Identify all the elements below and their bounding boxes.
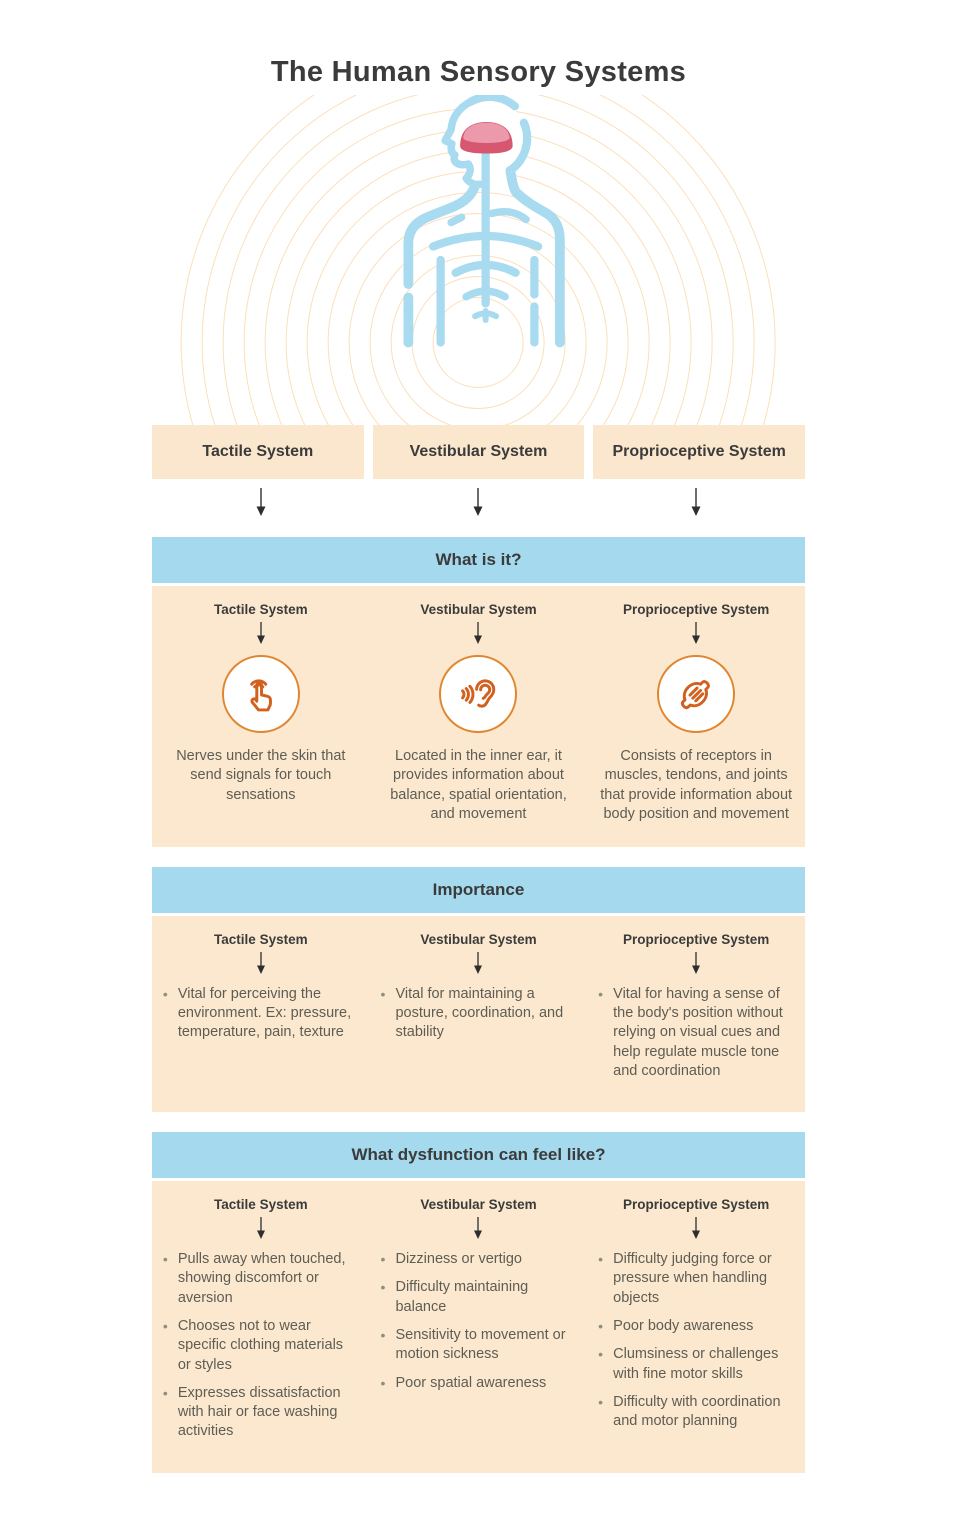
section-header-what-is-it: What is it? bbox=[152, 537, 805, 583]
bullet-item: Difficulty judging force or pressure whe… bbox=[598, 1250, 794, 1308]
down-arrow-icon bbox=[256, 1217, 265, 1240]
ear-icon bbox=[461, 679, 496, 708]
icon-circle bbox=[439, 655, 518, 733]
top-arrows-row bbox=[152, 487, 805, 517]
icon-circle bbox=[221, 655, 300, 733]
bullet-item: Poor spatial awareness bbox=[380, 1374, 576, 1393]
section-panel-importance: Tactile System Vital for perceiving the … bbox=[152, 915, 805, 1113]
column-title: Vestibular System bbox=[420, 1197, 537, 1213]
down-arrow-icon bbox=[474, 622, 483, 644]
section-panel-what-is-it: Tactile System Nerves under the skin tha… bbox=[152, 586, 805, 847]
section-header-importance: Importance bbox=[152, 866, 805, 913]
down-arrow-icon bbox=[691, 488, 701, 516]
bullet-item: Chooses not to wear specific clothing ma… bbox=[163, 1317, 359, 1375]
brain-icon bbox=[460, 122, 513, 154]
column-title: Proprioceptive System bbox=[623, 602, 770, 617]
down-arrow-icon bbox=[692, 1217, 701, 1240]
down-arrow-icon bbox=[692, 951, 701, 974]
column-tactile: Tactile System Pulls away when touched, … bbox=[152, 1197, 370, 1451]
bullet-item: Pulls away when touched, showing discomf… bbox=[163, 1250, 359, 1308]
column-description: Consists of receptors in muscles, tendon… bbox=[600, 748, 793, 823]
down-arrow-icon bbox=[474, 951, 483, 974]
bullet-item: Difficulty with coordination and motor p… bbox=[598, 1393, 794, 1432]
bullet-item: Poor body awareness bbox=[598, 1317, 794, 1336]
down-arrow-icon bbox=[473, 488, 483, 516]
bullet-item: Vital for having a sense of the body's p… bbox=[598, 985, 794, 1081]
bullet-list: Vital for maintaining a posture, coordin… bbox=[380, 985, 576, 1052]
column-vestibular: Vestibular System Dizziness or vertigo D… bbox=[370, 1197, 588, 1451]
body-outline bbox=[403, 95, 565, 348]
bullet-item: Expresses dissatisfaction with hair or f… bbox=[163, 1384, 359, 1442]
column-tactile: Tactile System Nerves under the skin tha… bbox=[152, 602, 370, 825]
section-panel-dysfunction: Tactile System Pulls away when touched, … bbox=[152, 1181, 805, 1473]
down-arrow-icon bbox=[692, 622, 701, 644]
human-nervous-system-figure bbox=[180, 95, 776, 425]
column-title: Tactile System bbox=[214, 602, 308, 617]
column-proprioceptive: Proprioceptive System Difficulty judging… bbox=[587, 1197, 805, 1451]
system-box-tactile: Tactile System bbox=[152, 425, 364, 479]
column-description: Located in the inner ear, it provides in… bbox=[390, 748, 567, 823]
page-title: The Human Sensory Systems bbox=[270, 56, 687, 88]
column-title: Proprioceptive System bbox=[623, 1197, 770, 1213]
bullet-item: Difficulty maintaining balance bbox=[380, 1278, 576, 1317]
down-arrow-icon bbox=[256, 951, 265, 974]
down-arrow-icon bbox=[256, 622, 265, 644]
bullet-item: Sensitivity to movement or motion sickne… bbox=[380, 1326, 576, 1365]
column-title: Proprioceptive System bbox=[623, 931, 770, 947]
bullet-list: Vital for perceiving the environment. Ex… bbox=[163, 985, 359, 1052]
touch-icon bbox=[250, 679, 272, 712]
column-title: Tactile System bbox=[214, 931, 308, 947]
column-proprioceptive: Proprioceptive System Consists of recept… bbox=[587, 602, 805, 825]
system-box-proprioceptive: Proprioceptive System bbox=[593, 425, 805, 479]
bullet-item: Clumsiness or challenges with fine motor… bbox=[598, 1345, 794, 1384]
column-title: Tactile System bbox=[214, 1197, 308, 1213]
column-description: Nerves under the skin that send signals … bbox=[176, 748, 346, 803]
column-title: Vestibular System bbox=[420, 931, 537, 947]
system-box-vestibular: Vestibular System bbox=[372, 425, 585, 479]
column-vestibular: Vestibular System Vital for maintaining … bbox=[370, 932, 588, 1090]
section-header-dysfunction: What dysfunction can feel like? bbox=[152, 1132, 805, 1179]
muscle-icon bbox=[680, 680, 711, 710]
column-vestibular: Vestibular System Located in the inner e… bbox=[370, 602, 588, 825]
bullet-item: Dizziness or vertigo bbox=[380, 1250, 576, 1269]
bullet-list: Dizziness or vertigo Difficulty maintain… bbox=[380, 1250, 576, 1402]
down-arrow-icon bbox=[474, 1217, 483, 1240]
systems-row: Tactile System Vestibular System Proprio… bbox=[152, 425, 805, 479]
bullet-item: Vital for perceiving the environment. Ex… bbox=[163, 985, 359, 1043]
bullet-list: Pulls away when touched, showing discomf… bbox=[163, 1250, 359, 1451]
bullet-item: Vital for maintaining a posture, coordin… bbox=[380, 985, 576, 1043]
column-proprioceptive: Proprioceptive System Vital for having a… bbox=[587, 932, 805, 1090]
icon-circle bbox=[657, 655, 736, 733]
bullet-list: Vital for having a sense of the body's p… bbox=[598, 985, 794, 1090]
down-arrow-icon bbox=[256, 488, 266, 516]
bullet-list: Difficulty judging force or pressure whe… bbox=[598, 1250, 794, 1440]
column-tactile: Tactile System Vital for perceiving the … bbox=[152, 932, 370, 1090]
column-title: Vestibular System bbox=[420, 602, 537, 617]
